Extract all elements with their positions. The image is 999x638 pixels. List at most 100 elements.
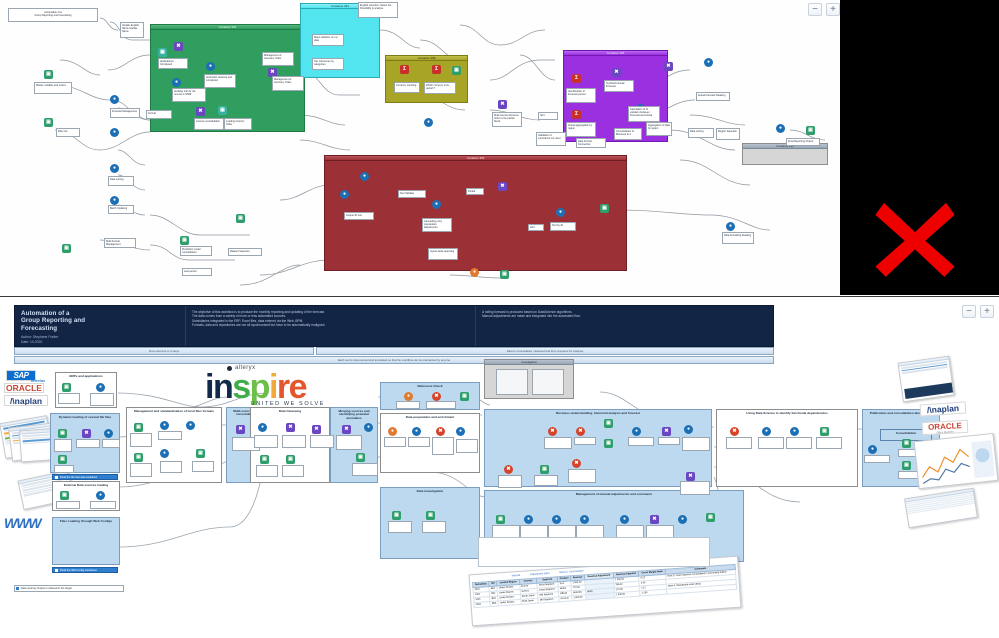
tool-node[interactable]: ● (104, 429, 113, 438)
tool-node[interactable]: Σ (432, 65, 441, 74)
tool-node[interactable]: ▣ (902, 461, 911, 470)
tool-node[interactable]: ▣ (260, 455, 269, 464)
tool-node[interactable]: ● (470, 268, 479, 277)
tool-node[interactable]: ● (340, 190, 349, 199)
zoom-in-button[interactable]: + (980, 305, 994, 318)
tool-node[interactable]: ▣ (706, 513, 715, 522)
tool-node[interactable]: ● (172, 78, 181, 87)
container-files-loading-web[interactable]: Files Loading through Web Configs (52, 517, 120, 565)
tool-node[interactable]: ● (868, 445, 877, 454)
tool-node[interactable]: ▣ (134, 423, 143, 432)
tool-node[interactable]: ▣ (902, 439, 911, 448)
spreadsheet-link-3[interactable]: Memo / Commentary (559, 569, 584, 575)
tool-node[interactable]: ● (762, 427, 771, 436)
tool-node[interactable]: ● (704, 58, 713, 67)
zoom-in-button[interactable]: + (826, 3, 840, 16)
tool-node[interactable]: ✖ (664, 62, 673, 71)
spreadsheet-link-1[interactable]: Manual (511, 573, 521, 578)
tool-node[interactable]: ● (412, 427, 421, 436)
tool-node[interactable]: ✖ (268, 68, 277, 77)
tool-node[interactable]: ▣ (62, 244, 71, 253)
tool-node[interactable]: ✖ (572, 459, 581, 468)
tool-node[interactable]: ✖ (498, 100, 507, 109)
tool-node[interactable]: ▣ (44, 118, 53, 127)
tool-node[interactable]: ✖ (662, 427, 671, 436)
tool-node[interactable]: ● (186, 421, 195, 430)
tool-node[interactable]: ✖ (548, 427, 557, 436)
tool-node[interactable]: ▣ (820, 427, 829, 436)
tool-node[interactable]: ▣ (134, 453, 143, 462)
tool-node[interactable]: Σ (572, 74, 581, 83)
tool-node[interactable]: ● (110, 164, 119, 173)
tool-node[interactable]: ✖ (236, 425, 245, 434)
tool-node[interactable]: ● (524, 515, 533, 524)
tool-node[interactable]: ▣ (452, 66, 461, 75)
tool-node[interactable]: ▣ (604, 419, 613, 428)
tool-node[interactable]: ✖ (342, 425, 351, 434)
tool-node[interactable]: ✖ (730, 427, 739, 436)
tool-node[interactable]: ▣ (58, 429, 67, 438)
tool-node[interactable]: ● (776, 124, 785, 133)
tool-node[interactable]: ▣ (158, 48, 167, 57)
tool-node[interactable]: ● (632, 427, 641, 436)
tool-node[interactable]: ● (160, 449, 169, 458)
tool-node[interactable]: ✖ (612, 68, 621, 77)
legend-bar-2[interactable]: Read the Web config worksheet (52, 567, 118, 573)
tool-node[interactable]: ▣ (806, 126, 815, 135)
tool-node[interactable]: ▣ (496, 515, 505, 524)
tool-node[interactable]: ▣ (426, 511, 435, 520)
tool-node[interactable]: ✖ (498, 182, 507, 191)
tool-node[interactable]: ● (206, 62, 215, 71)
tool-node[interactable]: ● (424, 118, 433, 127)
tool-node[interactable]: ▣ (180, 236, 189, 245)
tool-node[interactable]: ▣ (604, 439, 613, 448)
container-business-understanding[interactable]: Business understanding, historical analy… (484, 409, 712, 487)
olive-container[interactable]: Container 268 (385, 55, 468, 103)
tool-node[interactable]: ● (388, 427, 397, 436)
legend-bar-1[interactable]: Read the file that was explained (52, 474, 118, 480)
tool-node[interactable]: ● (580, 515, 589, 524)
tool-node[interactable]: ✖ (436, 427, 445, 436)
zoom-out-button[interactable]: − (962, 305, 976, 318)
tool-node[interactable]: ▣ (44, 70, 53, 79)
spreadsheet-link-2[interactable]: Adjustment input (530, 571, 550, 577)
tool-node[interactable]: ✖ (312, 425, 321, 434)
tool-node[interactable]: ● (726, 222, 735, 231)
tool-node[interactable]: ● (364, 423, 373, 432)
tool-node[interactable]: ● (620, 515, 629, 524)
tool-node[interactable]: ✖ (504, 465, 513, 474)
bottom-zoom-controls[interactable]: − + (962, 305, 994, 318)
tool-node[interactable]: ● (678, 515, 687, 524)
tool-node[interactable]: ▣ (286, 455, 295, 464)
tool-node[interactable]: ▣ (392, 511, 401, 520)
tool-node[interactable]: ● (110, 95, 119, 104)
tool-node[interactable]: ▣ (460, 392, 469, 401)
tool-node[interactable]: ✖ (82, 429, 91, 438)
red-container[interactable]: Container 266 (324, 155, 627, 271)
small-gray-container[interactable]: Container 268 (742, 143, 828, 165)
tool-node[interactable]: ● (96, 491, 105, 500)
tool-node[interactable]: ● (96, 383, 105, 392)
tool-node[interactable]: ● (110, 128, 119, 137)
tool-node[interactable]: ● (790, 427, 799, 436)
tool-node[interactable]: ● (258, 423, 267, 432)
tool-node[interactable]: ● (360, 172, 369, 181)
tool-node[interactable]: ✖ (686, 472, 695, 481)
tool-node[interactable]: ▣ (62, 383, 71, 392)
tool-node[interactable]: ● (160, 421, 169, 430)
zoom-out-button[interactable]: − (808, 3, 822, 16)
tool-node[interactable]: ● (684, 425, 693, 434)
tool-node[interactable]: ▣ (58, 455, 67, 464)
top-zoom-controls[interactable]: − + (808, 3, 840, 16)
tool-node[interactable]: ▣ (356, 453, 365, 462)
tool-node[interactable]: ✖ (650, 515, 659, 524)
tool-node[interactable]: ✖ (576, 427, 585, 436)
tool-node[interactable]: ▣ (60, 491, 69, 500)
tool-node[interactable]: Σ (400, 65, 409, 74)
tool-node[interactable]: ● (404, 392, 413, 401)
tool-node[interactable]: ● (432, 200, 441, 209)
tool-node[interactable]: ▣ (540, 465, 549, 474)
tool-node[interactable]: ✖ (432, 392, 441, 401)
tool-node[interactable]: ▣ (236, 214, 245, 223)
tool-node[interactable]: ▣ (218, 106, 227, 115)
